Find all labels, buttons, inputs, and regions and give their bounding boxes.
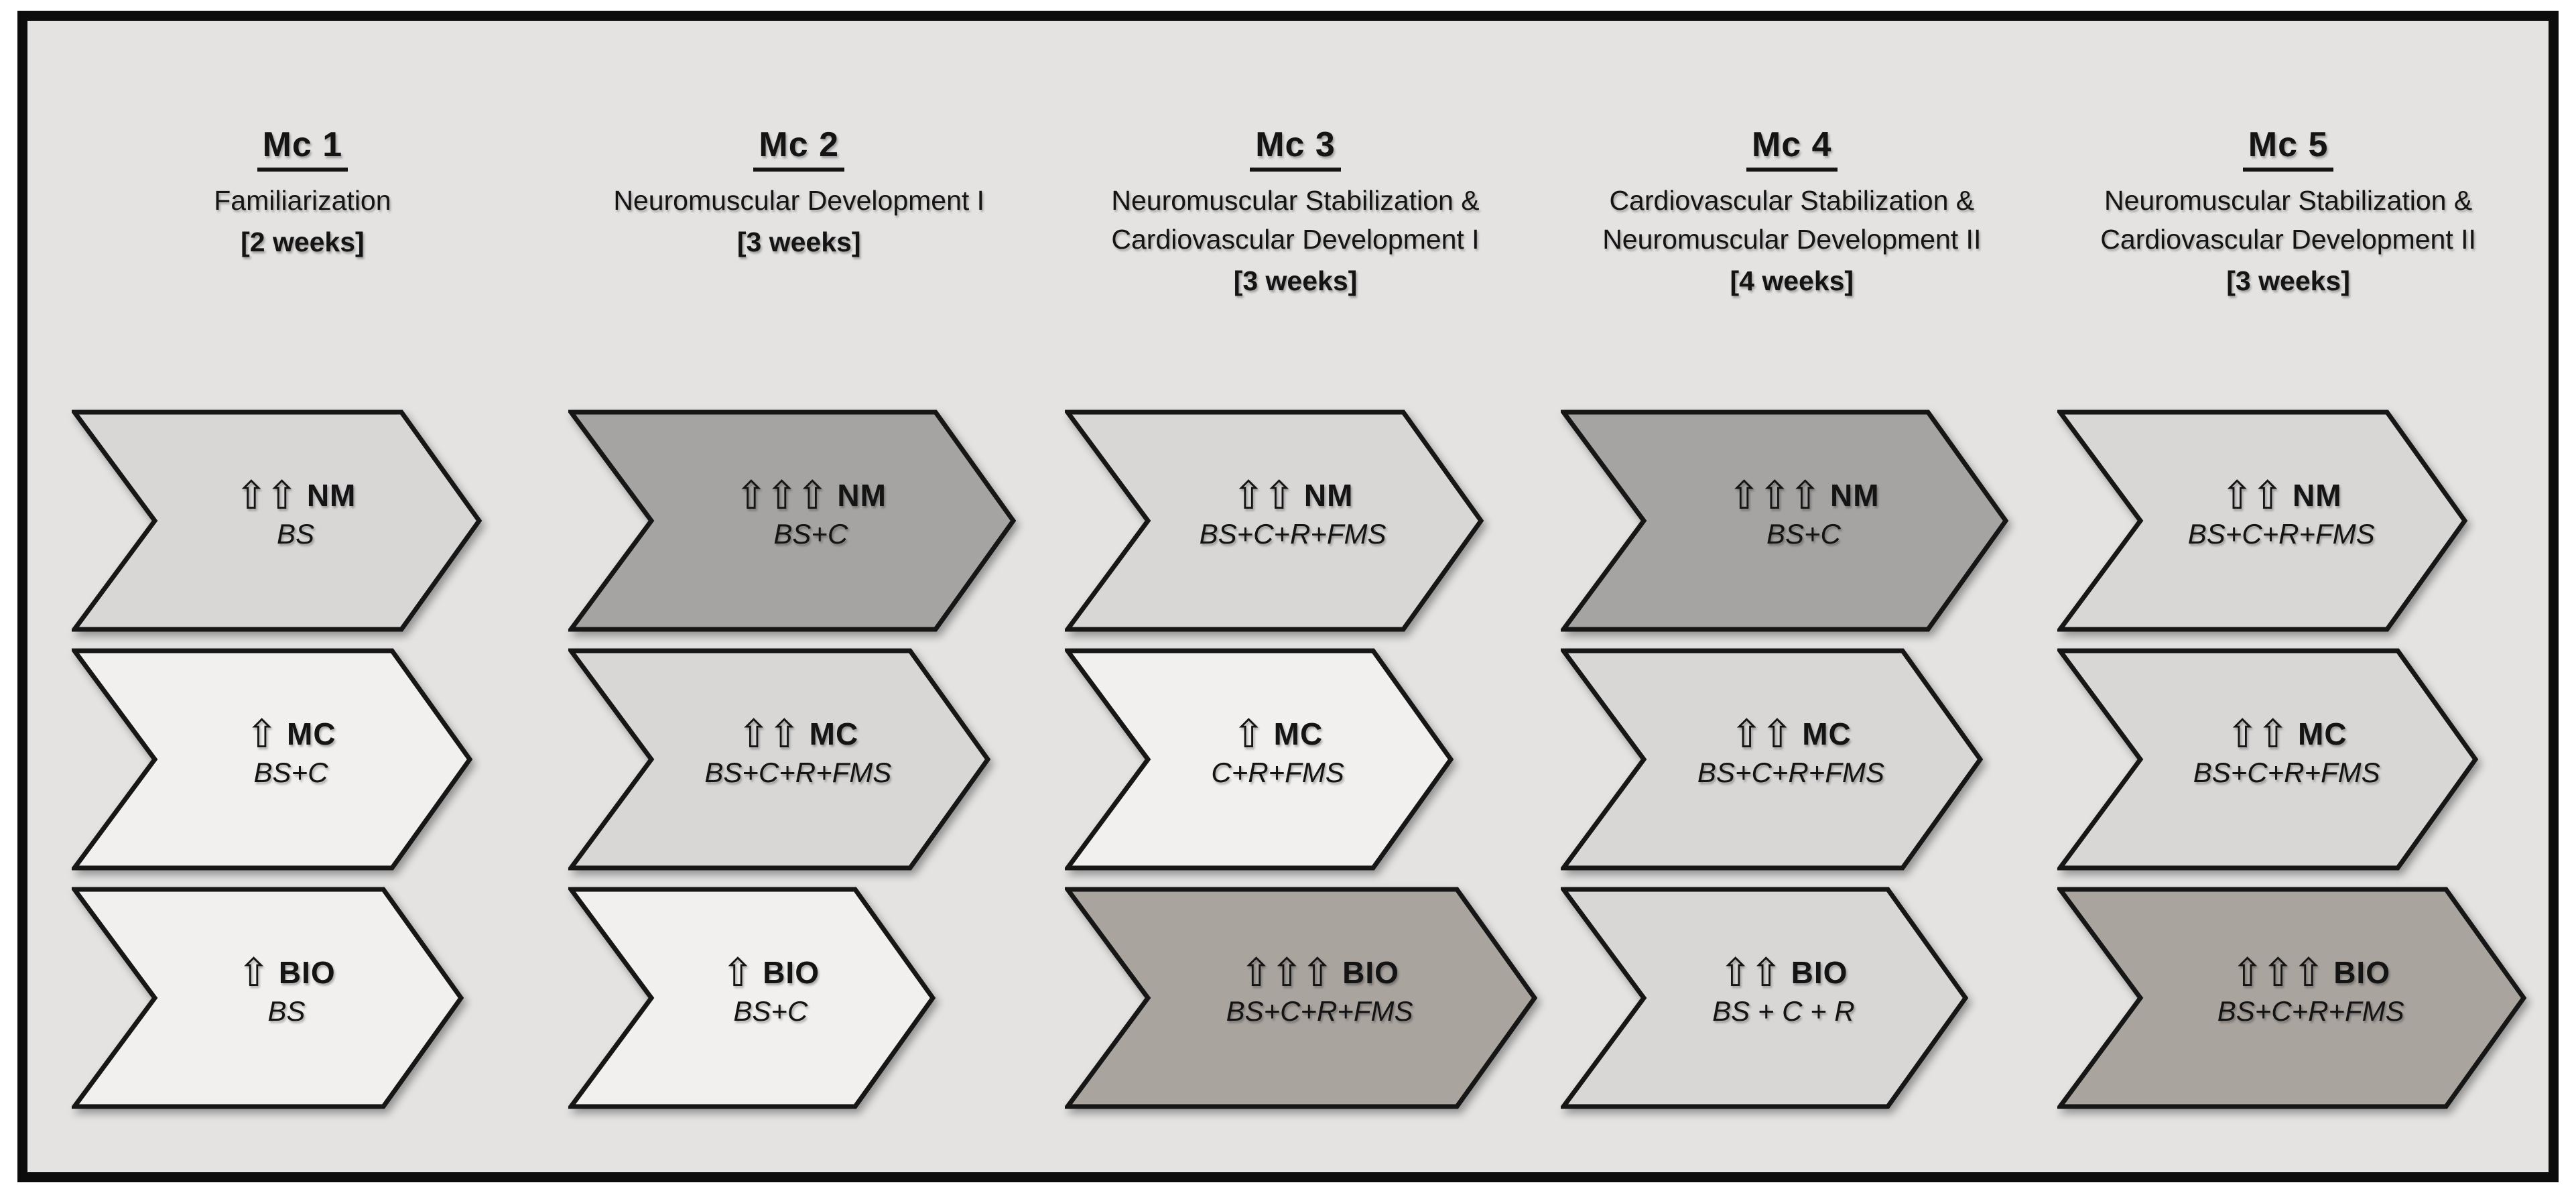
mesocycle-title-text: Mc 5 — [2242, 125, 2334, 172]
chevron-shape — [1561, 887, 1969, 1109]
mesocycle-subtitle: Neuromuscular Stabilization & Cardiovasc… — [1111, 185, 1480, 255]
chevron-shape — [1064, 410, 1484, 632]
mesocycle-duration: [2 weeks] — [241, 227, 365, 258]
chevron-shape — [2057, 887, 2527, 1109]
mesocycle-header: Mc 2 Neuromuscular Development I [3 week… — [551, 125, 1047, 410]
mesocycle-duration: [3 weeks] — [2226, 265, 2350, 297]
mesocycle-title: Mc 1 — [54, 125, 551, 172]
mesocycle-title: Mc 2 — [551, 125, 1047, 172]
chevron-shape — [568, 648, 990, 871]
mesocycle-title-text: Mc 4 — [1746, 125, 1838, 172]
mesocycle-header: Mc 4 Cardiovascular Stabilization & Neur… — [1543, 125, 2040, 410]
chevron-shape — [2057, 648, 2479, 871]
mesocycle-header: Mc 1 Familiarization [2 weeks] — [54, 125, 551, 410]
mesocycle-title-text: Mc 2 — [753, 125, 844, 172]
chevron-shape — [568, 887, 936, 1109]
mesocycle-subtitle: Cardiovascular Stabilization & Neuromusc… — [1602, 185, 1982, 255]
mesocycle-duration: [4 weeks] — [1730, 265, 1854, 297]
chevron-shape — [568, 410, 1016, 632]
mesocycle-header: Mc 3 Neuromuscular Stabilization & Cardi… — [1047, 125, 1544, 410]
mesocycle-subtitle: Neuromuscular Development I — [613, 185, 985, 216]
mesocycle-duration: [3 weeks] — [736, 227, 861, 258]
chevron-shape — [72, 648, 472, 871]
mesocycle-title-text: Mc 3 — [1250, 125, 1341, 172]
chevron-shape — [72, 887, 464, 1109]
mesocycle-column-2: Mc 2 Neuromuscular Development I [3 week… — [551, 21, 1047, 1172]
mesocycle-subtitle: Familiarization — [214, 185, 391, 216]
mesocycle-subtitle: Neuromuscular Stabilization & Cardiovasc… — [2100, 185, 2476, 255]
chevron-shape — [1561, 410, 2009, 632]
mesocycle-header: Mc 5 Neuromuscular Stabilization & Cardi… — [2040, 125, 2536, 410]
mesocycle-title: Mc 5 — [2040, 125, 2536, 172]
mesocycle-column-3: Mc 3 Neuromuscular Stabilization & Cardi… — [1047, 21, 1544, 1172]
chevron-shape — [1561, 648, 1984, 871]
mesocycle-title: Mc 4 — [1543, 125, 2040, 172]
chevron-shape — [1064, 887, 1537, 1109]
chevron-shape — [1064, 648, 1454, 871]
chevron-shape — [2057, 410, 2468, 632]
mesocycle-column-4: Mc 4 Cardiovascular Stabilization & Neur… — [1543, 21, 2040, 1172]
mesocycle-title-text: Mc 1 — [257, 125, 348, 172]
mesocycle-title: Mc 3 — [1047, 125, 1544, 172]
mesocycle-duration: [3 weeks] — [1233, 265, 1358, 297]
chevron-shape — [72, 410, 482, 632]
mesocycle-column-5: Mc 5 Neuromuscular Stabilization & Cardi… — [2040, 21, 2536, 1172]
